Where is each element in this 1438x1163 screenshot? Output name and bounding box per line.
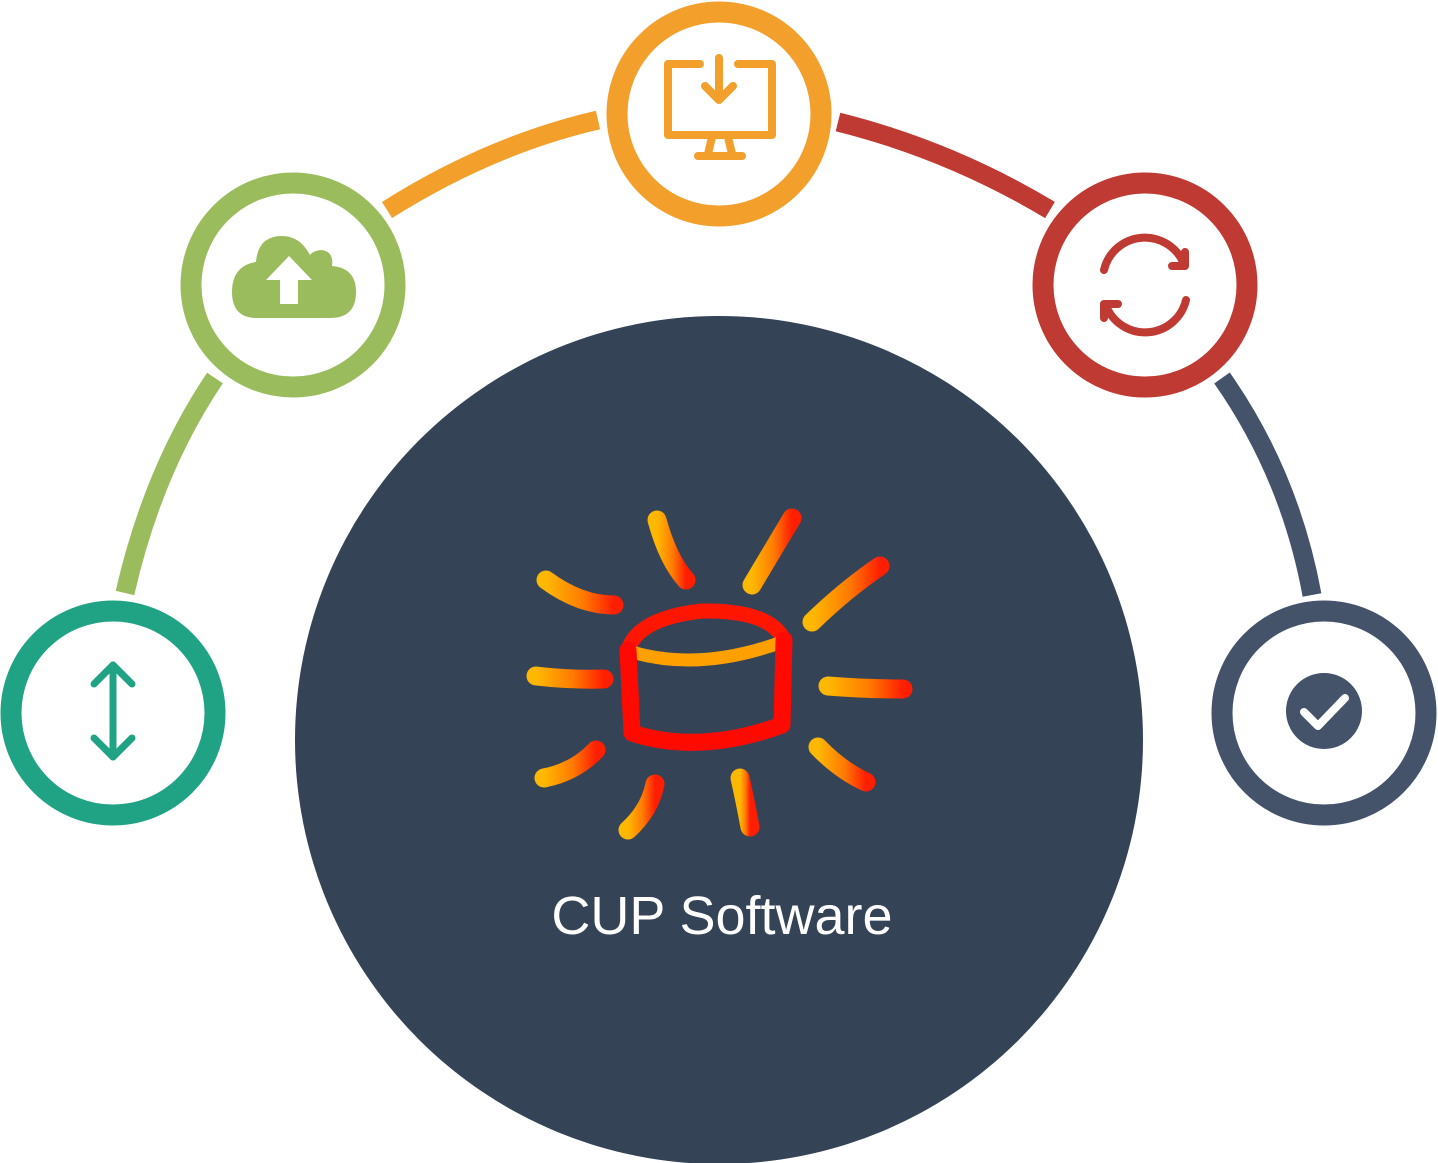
cup-sun-logo-icon [526,508,913,840]
step-node-2[interactable] [180,172,406,398]
step-node-5[interactable] [1211,600,1437,826]
connector-arc-1 [115,372,223,596]
vertical-arrows-icon [90,661,136,761]
connector-arc-3 [835,112,1055,219]
cloud-upload-icon [232,236,356,318]
center-hub: CUP Software [295,316,1143,1163]
connector-arc-2 [381,110,601,219]
step-node-1[interactable] [0,600,226,826]
step-node-4[interactable] [1032,172,1258,398]
check-circle-icon [1286,673,1362,749]
connector-arcs [115,110,1322,597]
monitor-download-icon [664,54,776,160]
step-node-3[interactable] [606,1,832,227]
center-title: CUP Software [551,886,892,946]
connector-arc-4 [1214,372,1322,597]
step-ring-3 [606,1,832,227]
step-ring-4 [1032,172,1258,398]
sync-icon [1100,233,1190,337]
